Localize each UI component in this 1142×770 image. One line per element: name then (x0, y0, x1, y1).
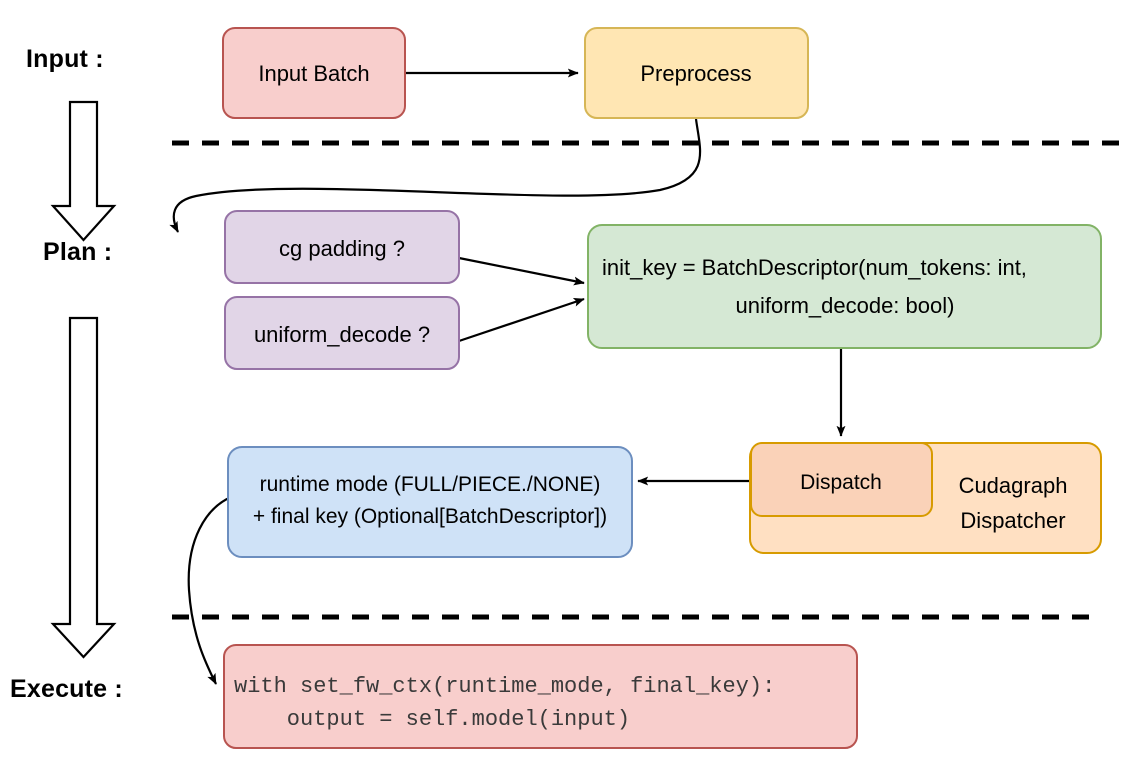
node-input-batch-label: Input Batch (258, 61, 369, 86)
node-preprocess[interactable]: Preprocess (584, 27, 809, 119)
node-init-key-label-line2: uniform_decode: bool) (736, 293, 955, 318)
stage-label-execute: Execute : (10, 675, 123, 703)
node-cudagraph-dispatcher-label-line1: Cudagraph (959, 473, 1068, 498)
flow-arrow-input-to-plan (50, 100, 117, 242)
node-execute-code-shape (223, 644, 858, 749)
node-input-batch[interactable]: Input Batch (222, 27, 406, 119)
node-dispatch-shape (750, 442, 933, 517)
node-dispatch[interactable]: Dispatch (750, 442, 933, 517)
node-execute-code[interactable]: with set_fw_ctx(runtime_mode, final_key)… (223, 644, 858, 749)
node-execute-code-line2: output = self.model(input) (234, 707, 630, 732)
edge-uniform-decode-to-init-key (458, 297, 585, 343)
node-uniform-decode-label: uniform_decode ? (254, 322, 430, 347)
node-execute-code-line1: with set_fw_ctx(runtime_mode, final_key)… (234, 674, 775, 699)
flow-arrow-plan-to-execute (50, 316, 117, 659)
node-preprocess-label: Preprocess (640, 61, 751, 86)
edge-preprocess-to-cg-padding (169, 118, 702, 233)
node-uniform-decode-shape (224, 296, 460, 370)
node-init-key-shape (587, 224, 1102, 349)
node-dispatch-label: Dispatch (800, 471, 882, 494)
node-cg-padding-shape (224, 210, 460, 284)
node-runtime-mode-shape (227, 446, 633, 558)
node-cg-padding[interactable]: cg padding ? (224, 210, 460, 284)
node-runtime-mode[interactable]: runtime mode (FULL/PIECE./NONE) + final … (227, 446, 633, 558)
node-uniform-decode[interactable]: uniform_decode ? (224, 296, 460, 370)
node-runtime-mode-label-line2: + final key (Optional[BatchDescriptor]) (253, 505, 607, 528)
node-cg-padding-label: cg padding ? (279, 236, 405, 261)
node-runtime-mode-label-line1: runtime mode (FULL/PIECE./NONE) (260, 473, 601, 496)
node-init-key[interactable]: init_key = BatchDescriptor(num_tokens: i… (587, 224, 1102, 349)
edge-runtime-mode-to-execute-code (187, 495, 232, 685)
stage-label-plan: Plan : (43, 238, 112, 266)
stage-label-input: Input : (26, 45, 104, 73)
edge-cg-padding-to-init-key (458, 256, 585, 286)
node-init-key-label-line1: init_key = BatchDescriptor(num_tokens: i… (602, 255, 1027, 280)
node-preprocess-shape (584, 27, 809, 119)
node-input-batch-shape (222, 27, 406, 119)
node-cudagraph-dispatcher-label-line2: Dispatcher (960, 508, 1065, 533)
